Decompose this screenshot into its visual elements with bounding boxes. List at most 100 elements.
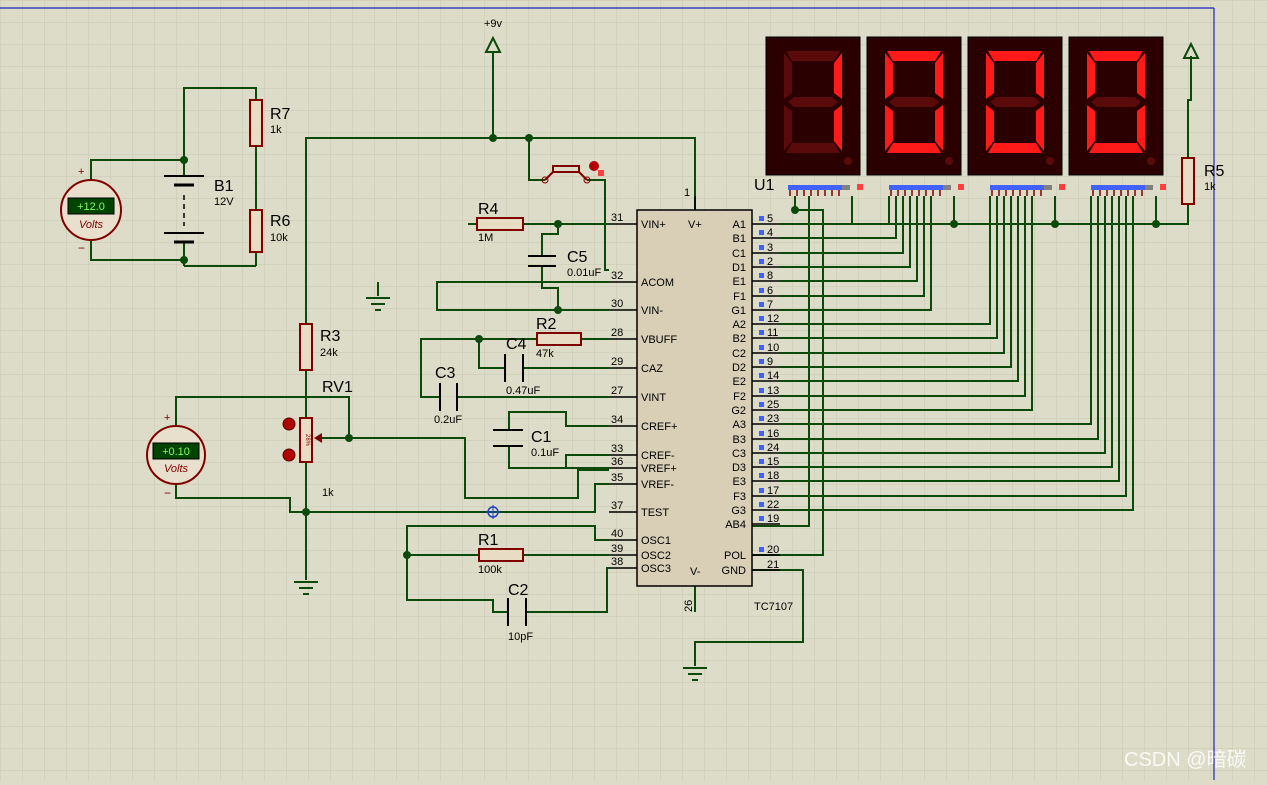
segment-dp <box>844 157 852 165</box>
ic-right-pin-name: A3 <box>733 419 746 431</box>
ic-pin-state-icon <box>759 330 764 335</box>
bus-wire <box>780 196 904 254</box>
ic-pin-state-icon <box>759 245 764 250</box>
voltmeter-input-minus: − <box>164 486 171 500</box>
ic-tc7107[interactable] <box>636 209 753 587</box>
ic-right-pin-name: AB4 <box>725 519 746 531</box>
rv1-increase-button[interactable] <box>282 417 296 431</box>
power-terminal-9v[interactable] <box>484 35 502 53</box>
display-digit <box>967 36 1065 196</box>
ic-right-pin-num: 14 <box>767 370 779 382</box>
potentiometer-rv1[interactable]: 28% <box>299 417 322 463</box>
ic-right-pin-num: 6 <box>767 285 773 297</box>
voltmeter-battery[interactable]: +12.0 Volts + − <box>60 166 122 255</box>
segment-e <box>784 105 792 151</box>
r5-value: 1k <box>1204 181 1216 193</box>
bus-wire <box>780 196 1033 411</box>
resistor-r3[interactable] <box>299 323 313 371</box>
ic-left-pin-name: VBUFF <box>641 334 677 346</box>
resistor-r1[interactable] <box>478 548 524 562</box>
resistor-r2[interactable] <box>536 332 582 346</box>
ic-left-pin-num: 38 <box>611 556 623 568</box>
r1-value: 100k <box>478 564 502 576</box>
display-digit <box>765 36 863 196</box>
wires <box>90 52 1192 666</box>
ic-right-pin-name: POL <box>724 550 746 562</box>
display-digit <box>866 36 964 196</box>
capacitor-c4[interactable] <box>504 354 524 382</box>
ic-left-pin-num: 30 <box>611 298 623 310</box>
resistor-r4[interactable] <box>476 217 524 231</box>
ic-right-pin-name: B3 <box>733 434 746 446</box>
resistor-r7[interactable] <box>249 99 263 147</box>
ic-left-pin-num: 35 <box>611 472 623 484</box>
ic-right-pin-name: B2 <box>733 333 746 345</box>
segment-a <box>988 51 1042 61</box>
display-pin-strip-gray <box>1145 185 1153 190</box>
capacitor-c1[interactable] <box>493 429 523 447</box>
ic-left-pin-num: 39 <box>611 543 623 555</box>
ic-right-pin-num: 16 <box>767 428 779 440</box>
c1-value: 0.1uF <box>531 447 559 459</box>
ic-pin-state-icon <box>759 388 764 393</box>
ic-right-pin-name: C1 <box>732 248 746 260</box>
ic-left-pin-name: OSC1 <box>641 535 671 547</box>
ic-pin-state-icon <box>759 302 764 307</box>
c3-value: 0.2uF <box>434 414 462 426</box>
bus-wire <box>780 196 1005 354</box>
r4-name: R4 <box>478 201 499 218</box>
ic-left-pin-num: 34 <box>611 414 623 426</box>
capacitor-c3[interactable] <box>439 383 458 411</box>
voltmeter-input[interactable]: +0.10 Volts + − <box>146 412 206 500</box>
bus-wire <box>780 196 1026 397</box>
ic-bottom-pin-name: V- <box>690 566 701 578</box>
c4-name: C4 <box>506 336 527 353</box>
segment-e <box>1087 105 1095 151</box>
r1-name: R1 <box>478 532 499 549</box>
push-button[interactable] <box>541 165 591 184</box>
seven-segment-display[interactable] <box>765 36 1166 196</box>
r3-value: 24k <box>320 347 338 359</box>
ic-right-pin-num: 18 <box>767 470 779 482</box>
segment-f <box>784 53 792 99</box>
segment-f <box>986 53 994 99</box>
display-pin-strip <box>889 185 943 190</box>
resistor-r5[interactable] <box>1181 157 1195 205</box>
segment-d <box>786 143 840 153</box>
c4-value: 0.47uF <box>506 385 541 397</box>
power-terminal-right[interactable] <box>1182 41 1200 59</box>
ic-bottom-pin-num: 26 <box>683 600 695 612</box>
display-pin-strip <box>788 185 842 190</box>
c2-value: 10pF <box>508 631 533 643</box>
push-button-toggle-icon[interactable] <box>589 161 599 171</box>
ic-left-pin-name: OSC2 <box>641 550 671 562</box>
r7-value: 1k <box>270 124 282 136</box>
capacitor-c2[interactable] <box>507 598 527 626</box>
display-pin-strip-gray <box>943 185 951 190</box>
ic-left-pin-num: 33 <box>611 443 623 455</box>
ic-pin-state-icon <box>759 445 764 450</box>
ic-right-pin-name: F3 <box>733 491 746 503</box>
display-pin-marker <box>1160 184 1166 190</box>
segment-d <box>988 143 1042 153</box>
capacitor-c5[interactable] <box>528 255 556 267</box>
rv1-decrease-button[interactable] <box>282 448 296 462</box>
ic-pins: VIN+31ACOM32VIN-30VBUFF28CAZ29VINT27CREF… <box>609 196 780 577</box>
bus-wire <box>780 196 1113 468</box>
segment-b <box>1036 53 1044 99</box>
r6-value: 10k <box>270 232 288 244</box>
r2-value: 47k <box>536 348 554 360</box>
display-pin-strip <box>990 185 1044 190</box>
r3-name: R3 <box>320 328 341 345</box>
battery-value: 12V <box>214 196 234 208</box>
ic-pin-state-icon <box>759 459 764 464</box>
c3-name: C3 <box>435 365 456 382</box>
ic-right-pin-num: 7 <box>767 299 773 311</box>
ic-right-pin-num: 8 <box>767 270 773 282</box>
resistor-r6[interactable] <box>249 209 263 253</box>
battery-b1[interactable] <box>164 175 204 244</box>
voltmeter-battery-unit: Volts <box>79 219 104 231</box>
segment-dp <box>945 157 953 165</box>
